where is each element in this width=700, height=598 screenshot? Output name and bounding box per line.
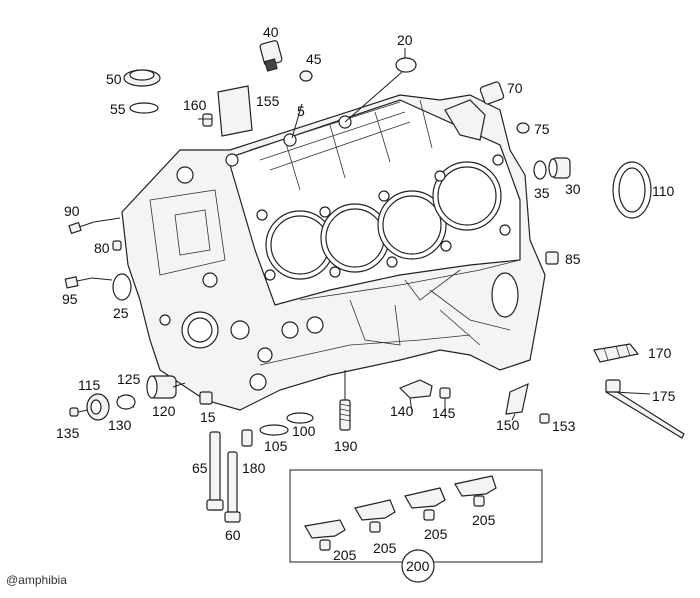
callout-50: 50 [106,71,122,87]
part-55-oring [129,102,159,114]
callout-135: 135 [56,425,80,441]
callout-80: 80 [94,240,110,256]
part-45-washer [299,70,313,82]
part-35-seal [533,160,547,180]
part-75-washer [516,122,530,134]
callout-115: 115 [78,377,101,393]
part-70-plug [479,81,505,105]
part-120-housing [146,375,177,399]
part-110-rear-seal [612,161,652,219]
callout-45: 45 [306,51,322,67]
callout-15: 15 [200,409,216,425]
part-180-bolt [241,429,253,447]
part-140-bracket [398,379,433,399]
part-85-dowel [545,251,559,265]
callout-5: 5 [297,103,305,119]
callout-150: 150 [496,417,520,433]
part-50-cap [123,69,161,87]
part-145-bolt [439,387,451,406]
callout-85: 85 [565,251,581,267]
callout-40: 40 [263,24,279,40]
callout-120: 120 [152,403,176,419]
callout-35: 35 [534,185,550,201]
part-105-oring [259,424,289,436]
part-25-ring [112,273,132,301]
part-135-screw [69,407,79,417]
callout-55: 55 [110,101,126,117]
part-90-stud [68,221,95,235]
callout-30: 30 [565,181,581,197]
part-60-bolt [224,451,241,523]
part-95-stud [64,276,93,289]
callout-65: 65 [192,460,208,476]
callout-130: 130 [108,417,132,433]
part-150-cover [505,382,529,415]
callout-60: 60 [225,527,241,543]
callout-140: 140 [390,403,414,419]
callout-95: 95 [62,291,78,307]
callout-160: 160 [183,97,207,113]
part-100-oring [286,412,314,424]
part-65-bolt [206,431,224,511]
callout-105: 105 [264,438,288,454]
callout-190: 190 [334,438,358,454]
part-160-bolt [202,113,213,127]
callout-125: 125 [117,371,141,387]
callout-205-a: 205 [472,512,496,528]
callout-205-b: 205 [424,526,448,542]
callout-175: 175 [652,388,676,404]
callout-170: 170 [648,345,672,361]
part-130-valve [86,393,110,421]
callout-145: 145 [432,405,456,421]
part-80-dowel [112,240,122,251]
callout-70: 70 [507,80,523,96]
part-20-ring [395,57,417,73]
callout-205-c: 205 [373,540,397,556]
callout-75: 75 [534,121,550,137]
engine-block [121,94,546,411]
part-15-dowel [199,391,213,405]
part-155-plate [217,85,253,137]
kit-box-200 [289,469,543,583]
callout-200: 200 [406,558,430,574]
callout-20: 20 [397,32,413,48]
part-190-bolt [339,399,351,431]
callout-100: 100 [292,423,316,439]
callout-180: 180 [242,460,266,476]
callout-205-d: 205 [333,547,357,563]
part-30-plug [548,157,571,179]
watermark: @amphibia [6,573,67,587]
part-40-sensor [259,40,283,72]
callout-25: 25 [113,305,129,321]
part-175-cable-tie [605,379,685,439]
callout-155: 155 [256,93,280,109]
callout-labels: 40 45 20 50 55 160 155 5 70 75 35 30 110… [56,24,676,574]
callout-90: 90 [64,203,80,219]
leader-lines [77,48,651,421]
callout-110: 110 [652,183,675,199]
part-170-clip [593,343,640,363]
callout-153: 153 [552,418,576,434]
part-153-bolt [539,413,550,424]
part-125-spring [116,394,136,410]
